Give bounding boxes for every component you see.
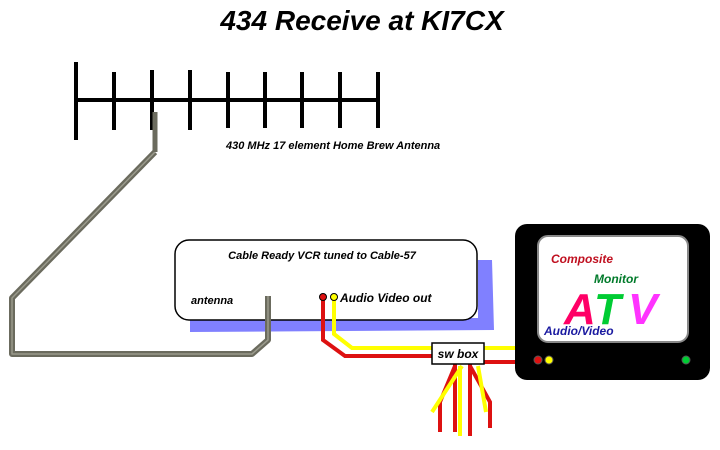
vcr-av-out-label: Audio Video out [339, 291, 433, 305]
monitor-audio-jack [533, 355, 543, 365]
monitor-screen [537, 235, 689, 343]
vcr-label: Cable Ready VCR tuned to Cable-57 [228, 250, 417, 262]
diagram-title: 434 Receive at KI7CX [219, 5, 506, 36]
monitor-video-jack [544, 355, 554, 365]
video-cable-yellow-branches [430, 364, 488, 436]
vcr-antenna-port-label: antenna [191, 295, 233, 307]
yagi-antenna [74, 62, 380, 140]
vcr-video-jack [330, 293, 338, 301]
monitor-power-led [681, 355, 691, 365]
switch-box-label: sw box [438, 347, 480, 361]
atv-letter-a: A [563, 285, 596, 334]
switch-box [431, 342, 485, 365]
monitor-label: Monitor [594, 272, 639, 286]
composite-label: Composite [551, 252, 613, 266]
antenna-label: 430 MHz 17 element Home Brew Antenna [225, 140, 440, 152]
coax-cable [9, 112, 271, 357]
audio-video-label: Audio/Video [543, 324, 614, 338]
vcr-box [174, 239, 478, 321]
atv-letter-v: V [628, 285, 661, 334]
vcr-audio-jack [319, 293, 327, 301]
atv-letter-t: T [594, 285, 624, 334]
vcr-shadow [190, 260, 494, 332]
